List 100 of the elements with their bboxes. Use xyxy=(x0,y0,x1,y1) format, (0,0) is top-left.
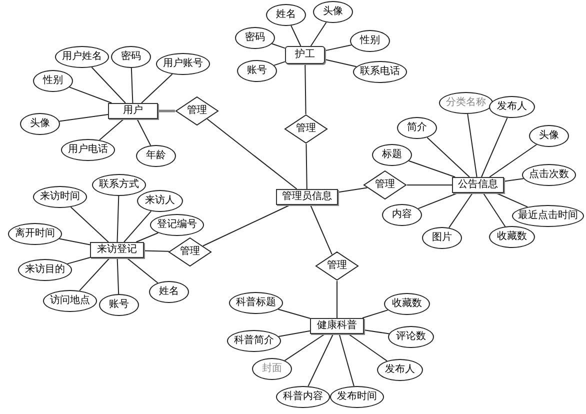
connector-line xyxy=(290,25,302,46)
connector-line xyxy=(364,330,390,334)
connector-line xyxy=(158,110,175,112)
connector-line xyxy=(58,114,108,122)
connector-line xyxy=(58,238,90,246)
connector-line xyxy=(489,144,538,178)
attribute-ellipse: 发布人 xyxy=(377,359,423,381)
connector-line xyxy=(69,86,112,104)
attribute-ellipse: 点击次数 xyxy=(522,164,576,186)
entity-box: 护工 xyxy=(285,46,325,64)
attribute-ellipse: 来访时间 xyxy=(33,186,87,208)
connector-line xyxy=(144,250,170,252)
connector-line xyxy=(362,310,388,318)
connector-line xyxy=(324,59,357,68)
connector-line xyxy=(448,192,474,228)
connector-line xyxy=(272,43,286,49)
connector-line xyxy=(206,118,298,190)
connector-line xyxy=(116,258,120,294)
connector-line xyxy=(278,330,310,338)
connector-line xyxy=(496,192,528,208)
connector-line xyxy=(274,61,286,66)
connector-line xyxy=(406,184,452,186)
relationship-diamond: 管理 xyxy=(284,114,328,144)
entity-box: 用户 xyxy=(108,103,158,119)
attribute-ellipse: 分类名称 xyxy=(439,92,493,114)
attribute-ellipse: 来访目的 xyxy=(18,259,72,281)
attribute-ellipse: 账号 xyxy=(99,294,139,316)
attribute-ellipse: 联系方式 xyxy=(92,174,146,196)
attribute-ellipse: 标题 xyxy=(372,144,412,166)
attribute-ellipse: 账号 xyxy=(237,60,277,82)
attribute-ellipse: 发布时间 xyxy=(330,386,384,408)
attribute-ellipse: 科普内容 xyxy=(276,386,330,408)
connector-line xyxy=(116,196,120,242)
attribute-ellipse: 图片 xyxy=(422,227,462,249)
connector-line xyxy=(304,64,306,115)
connector-line xyxy=(336,280,338,318)
relationship-diamond: 管理 xyxy=(363,170,407,200)
attribute-ellipse: 内容 xyxy=(382,204,422,226)
attribute-ellipse: 离开时间 xyxy=(8,223,62,245)
connector-line xyxy=(70,206,109,242)
connector-line xyxy=(141,74,173,104)
attribute-ellipse: 头像 xyxy=(313,1,353,23)
entity-box: 来访登记 xyxy=(90,242,144,258)
attribute-ellipse: 来访人 xyxy=(137,190,183,212)
attribute-ellipse: 封面 xyxy=(252,358,292,380)
connector-line xyxy=(79,258,110,292)
connector-line xyxy=(126,258,158,284)
connector-line xyxy=(480,117,508,178)
relationship-diamond: 管理 xyxy=(175,96,219,126)
attribute-ellipse: 姓名 xyxy=(266,4,306,26)
connector-line xyxy=(426,136,470,178)
entity-box: 公告信息 xyxy=(452,177,504,193)
connector-line xyxy=(308,334,334,387)
connector-line xyxy=(136,232,159,242)
attribute-ellipse: 年龄 xyxy=(136,145,176,167)
attribute-ellipse: 收藏数 xyxy=(384,293,430,315)
connector-line xyxy=(324,44,352,52)
attribute-ellipse: 用户账号 xyxy=(156,53,210,75)
attribute-ellipse: 性别 xyxy=(350,30,390,52)
connector-line xyxy=(136,118,152,146)
attribute-ellipse: 性别 xyxy=(33,70,73,92)
connector-line xyxy=(338,334,354,387)
connector-line xyxy=(278,308,310,319)
connector-line xyxy=(408,160,456,178)
connector-line xyxy=(348,334,388,362)
connector-line xyxy=(284,334,326,362)
connector-line xyxy=(130,68,134,104)
attribute-ellipse: 密码 xyxy=(235,27,275,49)
connector-line xyxy=(66,257,90,264)
attribute-ellipse: 头像 xyxy=(529,125,569,147)
attribute-ellipse: 科普标题 xyxy=(229,292,283,314)
connector-line xyxy=(124,210,152,242)
relationship-diamond: 管理 xyxy=(315,251,359,281)
attribute-ellipse: 联系电话 xyxy=(353,61,407,83)
attribute-ellipse: 密码 xyxy=(111,46,151,68)
connector-line xyxy=(98,118,124,141)
attribute-ellipse: 最近点击时间 xyxy=(512,205,584,227)
connector-line xyxy=(306,143,308,190)
connector-line xyxy=(467,113,478,178)
attribute-ellipse: 头像 xyxy=(20,113,60,135)
attribute-ellipse: 用户电话 xyxy=(61,139,115,161)
attribute-ellipse: 评论数 xyxy=(388,326,434,348)
attribute-ellipse: 科普简介 xyxy=(227,330,281,352)
relationship-diamond: 管理 xyxy=(168,237,212,267)
connector-line xyxy=(310,22,327,46)
attribute-ellipse: 发布人 xyxy=(489,96,535,118)
connector-line xyxy=(338,187,368,193)
attribute-ellipse: 姓名 xyxy=(149,281,189,303)
connector-line xyxy=(482,192,506,227)
connector-line xyxy=(504,178,524,182)
entity-box: 管理员信息 xyxy=(276,189,338,205)
connector-line xyxy=(310,204,332,255)
attribute-ellipse: 简介 xyxy=(397,117,437,139)
attribute-ellipse: 登记编号 xyxy=(150,214,204,236)
attribute-ellipse: 用户姓名 xyxy=(55,46,109,68)
connector-line xyxy=(202,204,290,246)
attribute-ellipse: 收藏数 xyxy=(489,226,535,248)
connector-line xyxy=(418,192,458,210)
connector-line xyxy=(91,66,126,104)
attribute-ellipse: 访问地点 xyxy=(43,290,97,312)
